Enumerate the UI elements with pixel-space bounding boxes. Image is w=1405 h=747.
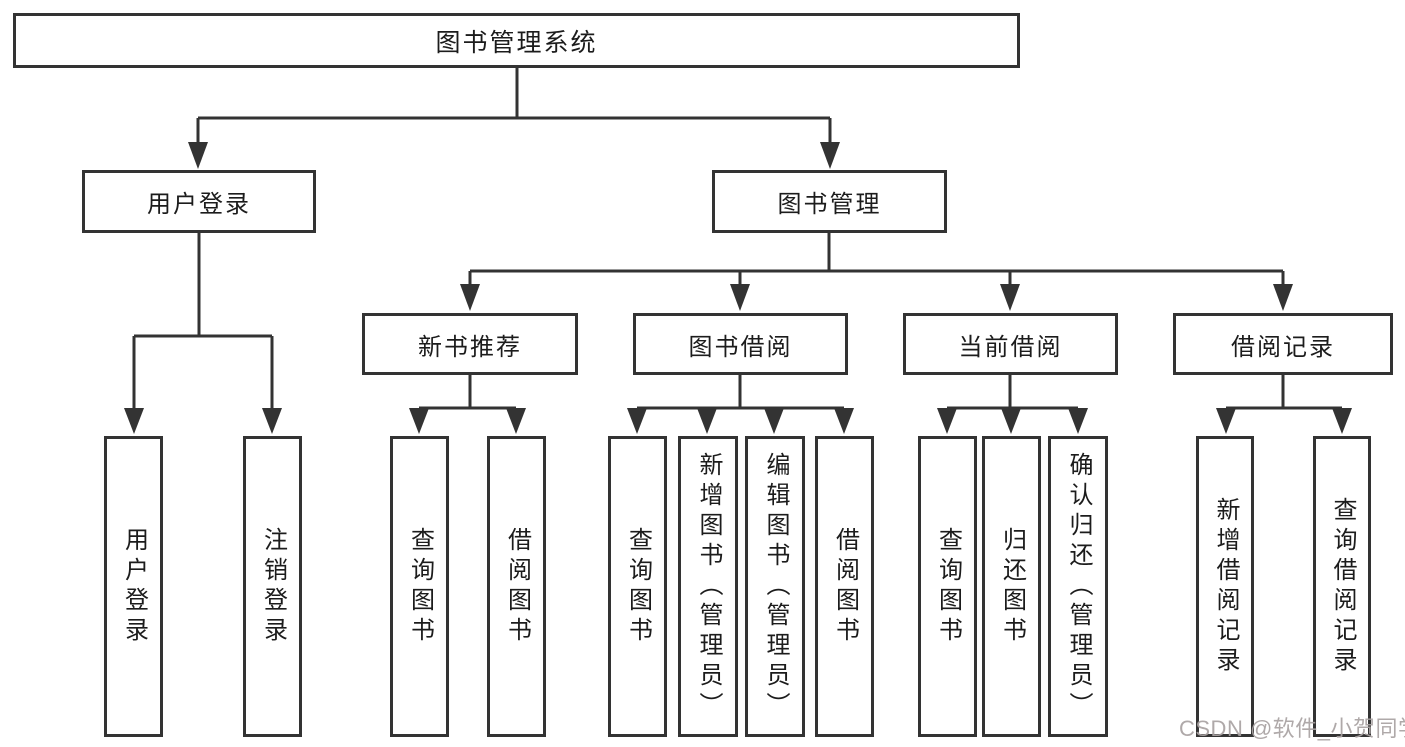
leaf-query-books-current: 查询图书 xyxy=(918,436,977,737)
leaf-query-borrow-record: 查询借阅记录 xyxy=(1313,436,1371,737)
node-new-book-recommend: 新书推荐 xyxy=(362,313,578,375)
leaf-edit-books-admin-label: 编辑图书（管理员） xyxy=(762,451,789,722)
leaf-add-books-admin-label: 新增图书（管理员） xyxy=(695,451,722,722)
leaf-return-books: 归还图书 xyxy=(982,436,1041,737)
node-user-login-label: 用户登录 xyxy=(147,191,251,218)
node-user-login: 用户登录 xyxy=(82,170,316,233)
leaf-user-login-label: 用户登录 xyxy=(120,526,148,647)
node-library-system: 图书管理系统 xyxy=(13,13,1020,68)
leaf-return-books-label: 归还图书 xyxy=(998,526,1026,647)
leaf-query-books-newbook-label: 查询图书 xyxy=(406,526,434,647)
leaf-query-books-borrow-label: 查询图书 xyxy=(624,526,652,647)
node-book-borrowing: 图书借阅 xyxy=(633,313,848,375)
node-current-borrowing: 当前借阅 xyxy=(903,313,1118,375)
leaf-add-books-admin: 新增图书（管理员） xyxy=(678,436,738,737)
leaf-edit-books-admin: 编辑图书（管理员） xyxy=(745,436,805,737)
leaf-add-borrow-record: 新增借阅记录 xyxy=(1196,436,1254,737)
leaf-query-books-newbook: 查询图书 xyxy=(390,436,449,737)
node-library-system-label: 图书管理系统 xyxy=(435,28,598,57)
leaf-borrow-books-newbook: 借阅图书 xyxy=(487,436,546,737)
leaf-add-borrow-record-label: 新增借阅记录 xyxy=(1212,496,1239,677)
leaf-confirm-return-admin-label: 确认归还（管理员） xyxy=(1065,451,1092,722)
node-new-book-recommend-label: 新书推荐 xyxy=(418,333,522,361)
csdn-watermark: CSDN @软件_小贺同学 xyxy=(1179,716,1405,741)
leaf-confirm-return-admin: 确认归还（管理员） xyxy=(1048,436,1108,737)
leaf-query-books-borrow: 查询图书 xyxy=(608,436,667,737)
leaf-borrow-books: 借阅图书 xyxy=(815,436,874,737)
leaf-logout: 注销登录 xyxy=(243,436,302,737)
leaf-logout-label: 注销登录 xyxy=(259,526,287,647)
node-book-management-label: 图书管理 xyxy=(777,191,882,218)
leaf-borrow-books-newbook-label: 借阅图书 xyxy=(503,526,531,647)
node-book-borrowing-label: 图书借阅 xyxy=(688,333,793,361)
leaf-user-login: 用户登录 xyxy=(104,436,163,737)
leaf-query-books-current-label: 查询图书 xyxy=(934,526,962,647)
node-current-borrowing-label: 当前借阅 xyxy=(958,333,1063,361)
node-borrow-records-label: 借阅记录 xyxy=(1231,333,1335,361)
node-borrow-records: 借阅记录 xyxy=(1173,313,1393,375)
leaf-query-borrow-record-label: 查询借阅记录 xyxy=(1329,496,1356,677)
leaf-borrow-books-label: 借阅图书 xyxy=(831,526,859,647)
node-book-management: 图书管理 xyxy=(712,170,947,233)
